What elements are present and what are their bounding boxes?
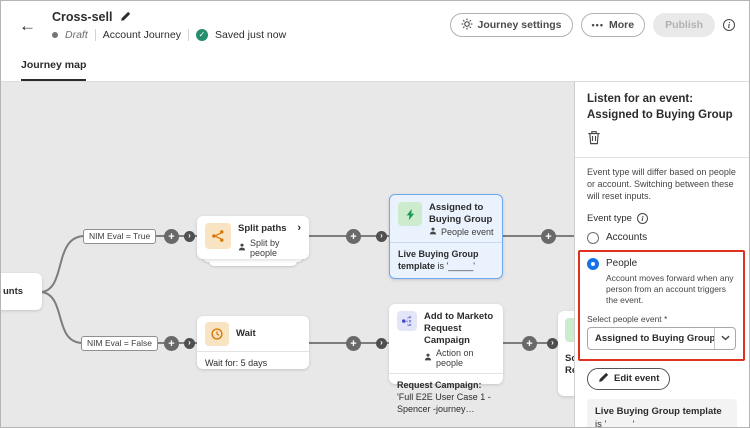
more-dots-icon: ••• (591, 20, 604, 30)
node-detail-bold: Live Buying Group template (398, 249, 479, 272)
divider (575, 157, 749, 159)
expand-chevron-icon[interactable]: › (297, 222, 301, 235)
divider (94, 28, 96, 41)
pencil-icon (120, 10, 131, 25)
saved-check-icon: ✓ (195, 28, 208, 41)
more-button[interactable]: ••• More (580, 13, 646, 37)
node-marketo-request-campaign[interactable]: Add to Marketo Request Campaign Action o… (389, 304, 503, 414)
edit-event-button[interactable]: Edit event (587, 367, 671, 390)
connector-chevron-icon: › (376, 338, 387, 349)
chevron-down-icon (714, 327, 735, 349)
tab-bar: Journey map (1, 49, 749, 82)
radio-circle[interactable] (587, 231, 599, 244)
info-icon[interactable]: i (723, 19, 735, 31)
connector-chevron-icon: › (547, 338, 558, 349)
gear-icon (461, 18, 473, 33)
person-icon (238, 243, 246, 253)
node-wait[interactable]: Wait Wait for: 5 days (197, 316, 309, 369)
add-node-button[interactable]: + (164, 336, 179, 351)
node-subtitle: Action on people (436, 347, 474, 368)
split-paths-icon (205, 223, 231, 249)
people-event-select[interactable]: Assigned to Buying Group (587, 326, 736, 350)
info-icon[interactable]: i (636, 212, 648, 224)
node-assigned-to-buying-group[interactable]: Assigned to Buying Group People event Li… (389, 194, 503, 279)
lightning-icon (565, 318, 574, 342)
node-title-line: Relat (565, 364, 574, 376)
node-scoring-partial[interactable]: Scori Relat (558, 311, 574, 396)
add-node-button[interactable]: + (346, 336, 361, 351)
panel-title: Listen for an event: Assigned to Buying … (587, 93, 733, 122)
branch-label-false[interactable]: NIM Eval = False (81, 336, 158, 352)
branch-label-true[interactable]: NIM Eval = True (83, 229, 157, 245)
edit-title-button[interactable] (120, 10, 131, 25)
campaign-flow-icon (397, 311, 417, 331)
person-icon (429, 227, 437, 237)
lightning-icon (398, 202, 422, 226)
node-title: Assigned to Buying Group (429, 202, 493, 225)
trash-icon (587, 131, 601, 148)
clock-icon (205, 322, 229, 346)
event-config-panel: Listen for an event: Assigned to Buying … (574, 82, 749, 427)
node-title: Split paths (238, 223, 287, 234)
node-title-line: Scori (565, 353, 574, 364)
saved-status: Saved just now (214, 28, 287, 41)
node-accounts[interactable]: unts (1, 273, 42, 310)
pencil-icon (598, 372, 609, 386)
add-node-button[interactable]: + (346, 229, 361, 244)
event-type-label: Event type (587, 212, 632, 224)
template-bold: Live Buying Group template (595, 405, 722, 417)
back-button[interactable]: ← (15, 15, 40, 36)
journey-type: Account Journey (102, 28, 181, 41)
node-accounts-label: unts (3, 285, 24, 297)
title-block: Cross-sell Draft Account Journey ✓ Saved… (52, 10, 286, 41)
radio-circle-selected[interactable] (587, 257, 599, 270)
node-subtitle: People event (441, 227, 494, 237)
tab-journey-map[interactable]: Journey map (21, 59, 87, 81)
node-detail: Wait for: 5 days (205, 358, 268, 368)
template-rest: is '_____' (595, 418, 635, 427)
radio-accounts[interactable]: Accounts (575, 224, 749, 244)
status-badge: Draft (65, 28, 88, 41)
divider (187, 28, 189, 41)
publish-button[interactable]: Publish (653, 13, 715, 37)
node-detail-bold: Request Campaign: (397, 379, 482, 390)
split-stack-decor (203, 256, 303, 262)
add-node-button[interactable]: + (522, 336, 537, 351)
highlight-annotation-box: People Account moves forward when any pe… (578, 249, 745, 361)
connector-chevron-icon: › (376, 231, 387, 242)
node-split-paths[interactable]: Split paths › Split by people (197, 216, 309, 259)
add-node-button[interactable]: + (164, 229, 179, 244)
connector-chevron-icon: › (184, 338, 195, 349)
event-type-description: Event type will differ based on people o… (587, 167, 736, 202)
people-description: Account moves forward when any person fr… (606, 272, 734, 305)
connector-chevron-icon: › (184, 231, 195, 242)
journey-canvas[interactable]: unts NIM Eval = True NIM Eval = False + … (1, 82, 574, 427)
node-title: Wait (236, 328, 256, 340)
radio-people[interactable]: People (587, 257, 736, 270)
split-stack-decor (209, 261, 297, 266)
node-subtitle: Split by people (250, 237, 280, 258)
select-people-event-label: Select people event * (587, 313, 668, 324)
template-summary-box: Live Buying Group template is '_____' (587, 398, 737, 427)
header: ← Cross-sell Draft Account Journey ✓ Sav… (1, 1, 749, 49)
delete-event-button[interactable] (587, 130, 601, 145)
person-icon (424, 353, 432, 363)
journey-settings-button[interactable]: Journey settings (449, 13, 573, 37)
select-value: Assigned to Buying Group (595, 332, 714, 344)
node-detail: 'Full E2E User Case 1 - Spencer -journey… (397, 391, 491, 414)
status-dot (52, 31, 58, 38)
add-node-button[interactable]: + (541, 229, 556, 244)
node-detail: is '_____' (435, 261, 475, 272)
node-title: Add to Marketo Request Campaign (424, 311, 494, 346)
page-title: Cross-sell (52, 10, 113, 24)
